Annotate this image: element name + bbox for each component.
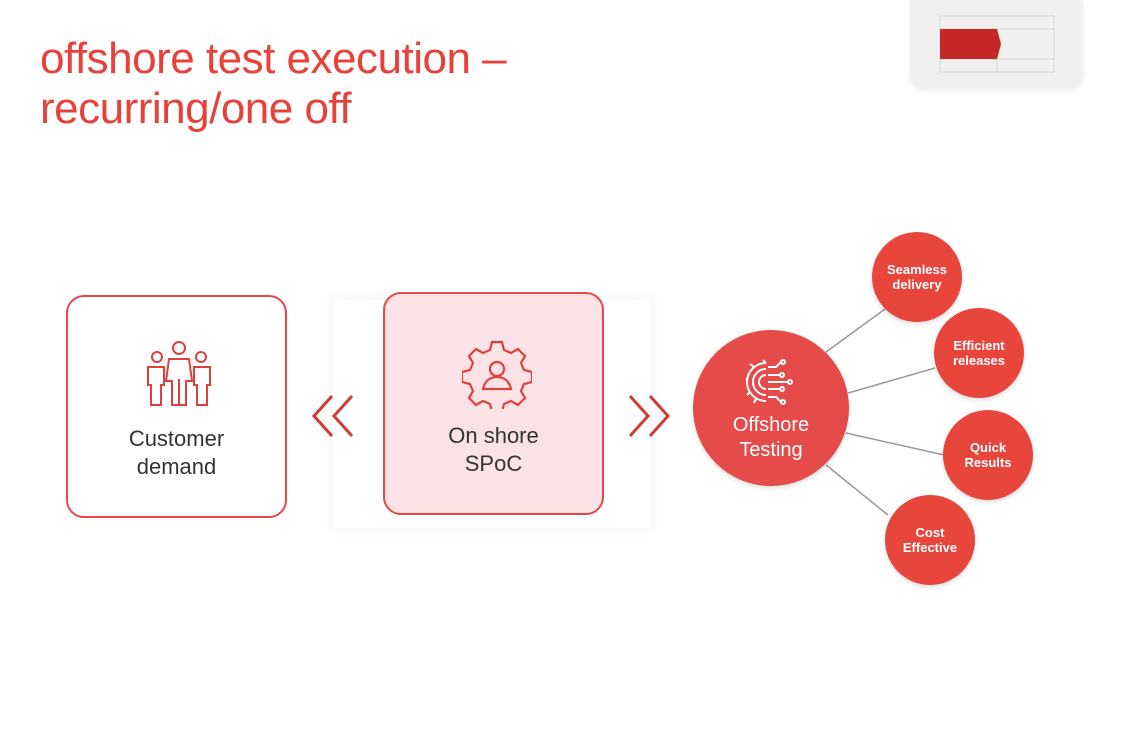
onshore-spoc-box: On shore SPoC bbox=[383, 292, 604, 515]
benefit-line-1: Seamless bbox=[887, 262, 947, 277]
team-icon bbox=[147, 341, 211, 406]
customer-demand-box: Customer demand bbox=[66, 295, 287, 518]
gear-circuit-icon bbox=[746, 359, 793, 405]
spoc-line-1: On shore bbox=[448, 423, 539, 448]
connector-line bbox=[847, 367, 936, 394]
gear-user-icon bbox=[462, 340, 532, 409]
onshore-spoc-label: On shore SPoC bbox=[385, 422, 602, 478]
benefit-line-1: Cost bbox=[915, 525, 945, 540]
benefit-line-2: releases bbox=[952, 353, 1006, 368]
title-line-2: recurring/one off bbox=[40, 84, 352, 133]
customer-demand-label: Customer demand bbox=[68, 425, 285, 481]
progress-thumbnail-icon bbox=[939, 15, 1055, 73]
connector-line bbox=[845, 432, 945, 456]
hub-line-2: Testing bbox=[739, 439, 803, 461]
connector-line bbox=[825, 464, 889, 516]
benefit-line-2: Results bbox=[964, 455, 1012, 470]
hub-line-1: Offshore bbox=[732, 414, 810, 436]
slide-thumbnail bbox=[910, 0, 1083, 88]
spoc-line-2: SPoC bbox=[464, 451, 523, 476]
slide-title: offshore test execution – recurring/one … bbox=[40, 34, 507, 134]
connector-line bbox=[825, 308, 886, 353]
customer-line-2: demand bbox=[136, 454, 217, 479]
benefit-line-1: Quick bbox=[969, 440, 1007, 455]
benefit-line-2: Effective bbox=[902, 540, 958, 555]
title-line-1: offshore test execution – bbox=[40, 34, 507, 83]
chevron-right-double-icon bbox=[628, 394, 671, 438]
offshore-testing-hub: Offshore Testing bbox=[693, 330, 849, 486]
benefit-line-1: Efficient bbox=[953, 338, 1005, 353]
hub-label: Offshore Testing bbox=[733, 413, 809, 463]
customer-line-1: Customer bbox=[128, 426, 225, 451]
chevron-left-double-icon bbox=[311, 394, 354, 438]
benefit-line-2: delivery bbox=[892, 277, 942, 292]
